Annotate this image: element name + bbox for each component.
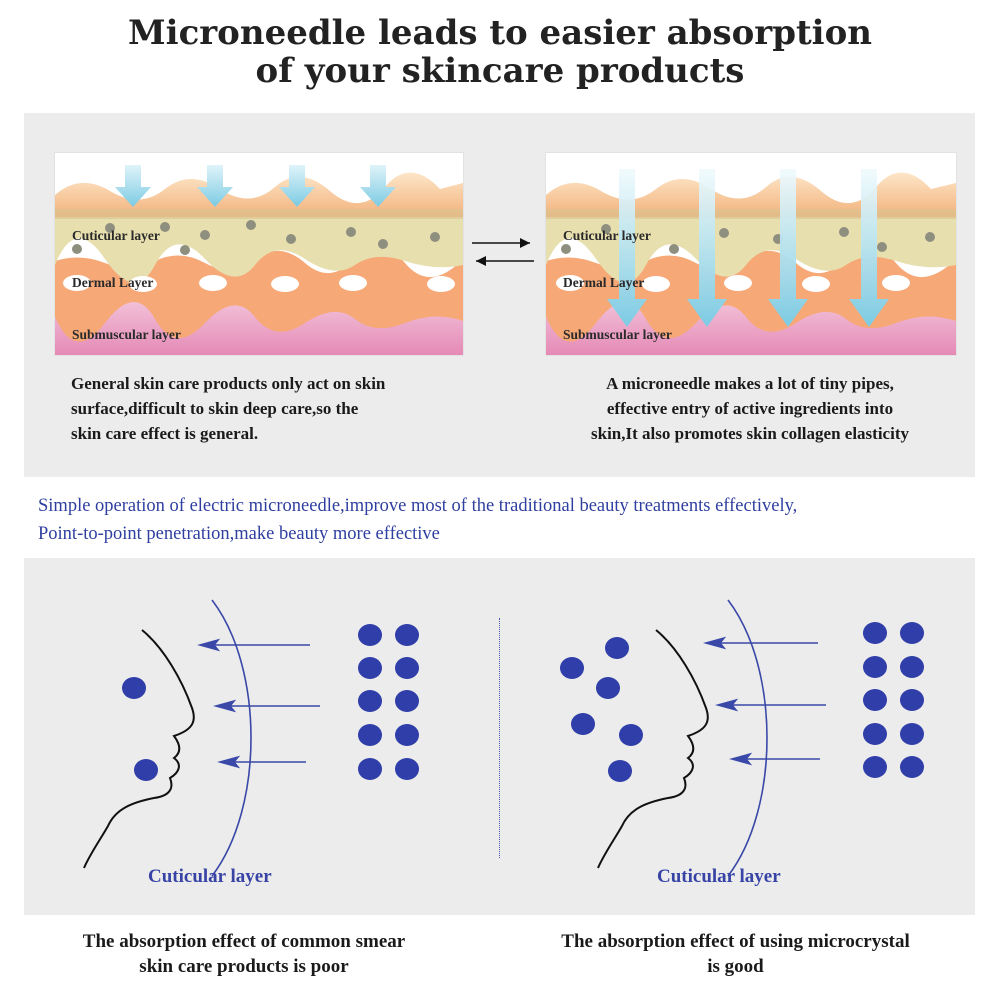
ingredient-dots <box>560 622 924 782</box>
skin-layers-illustration <box>546 169 956 355</box>
caption-line: is good <box>707 956 764 977</box>
good-absorption-illustration <box>560 599 924 877</box>
page-title-line-2: of your skincare products <box>255 51 745 91</box>
poor-absorption-caption: The absorption effect of common smear sk… <box>24 929 464 979</box>
penetration-arrows <box>197 638 320 769</box>
good-absorption-caption: The absorption effect of using microcrys… <box>508 929 963 979</box>
caption-line: skin care effect is general. <box>71 424 259 443</box>
skin-layers-illustration <box>55 165 463 355</box>
cuticular-curve <box>211 599 252 877</box>
dermal-layer-label: Dermal Layer <box>72 275 154 290</box>
submuscular-layer-label: Submuscular layer <box>563 327 672 342</box>
caption-line: General skin care products only act on s… <box>71 374 386 393</box>
cuticular-layer-label: Cuticular layer <box>72 228 160 243</box>
dermal-layer-label: Dermal Layer <box>563 275 645 290</box>
caption-line: The absorption effect of common smear <box>82 931 406 952</box>
face-profile-icon <box>597 629 709 869</box>
poor-absorption-illustration <box>83 599 419 877</box>
skin-diagram-microneedle: Cuticular layer Dermal Layer Submuscular… <box>545 152 957 356</box>
ingredient-dots <box>122 624 419 781</box>
description-line-1: Simple operation of electric microneedle… <box>38 496 798 516</box>
panel-divider <box>499 618 500 858</box>
submuscular-layer-label: Submuscular layer <box>72 327 181 342</box>
face-profile-icon <box>83 629 195 869</box>
cuticular-curve <box>727 599 768 877</box>
microneedle-caption: A microneedle makes a lot of tiny pipes,… <box>545 371 955 446</box>
caption-line: surface,difficult to skin deep care,so t… <box>71 399 359 418</box>
penetration-arrows <box>703 636 826 766</box>
caption-line: A microneedle makes a lot of tiny pipes, <box>606 374 894 393</box>
skin-diagram-conventional: Cuticular layer Dermal Layer Submuscular… <box>54 152 464 356</box>
cuticular-label-right: Cuticular layer <box>657 866 781 887</box>
page-title-line-1: Microneedle leads to easier absorption <box>128 13 872 53</box>
cuticular-layer-label: Cuticular layer <box>563 228 651 243</box>
exchange-arrows-icon <box>472 238 534 266</box>
description-line-2: Point-to-point penetration,make beauty m… <box>38 524 440 544</box>
caption-line: The absorption effect of using microcrys… <box>561 931 910 952</box>
conventional-caption: General skin care products only act on s… <box>71 371 471 446</box>
caption-line: skin,It also promotes skin collagen elas… <box>591 424 909 443</box>
cuticular-label-left: Cuticular layer <box>148 866 272 887</box>
caption-line: skin care products is poor <box>139 956 349 977</box>
caption-line: effective entry of active ingredients in… <box>606 399 894 418</box>
